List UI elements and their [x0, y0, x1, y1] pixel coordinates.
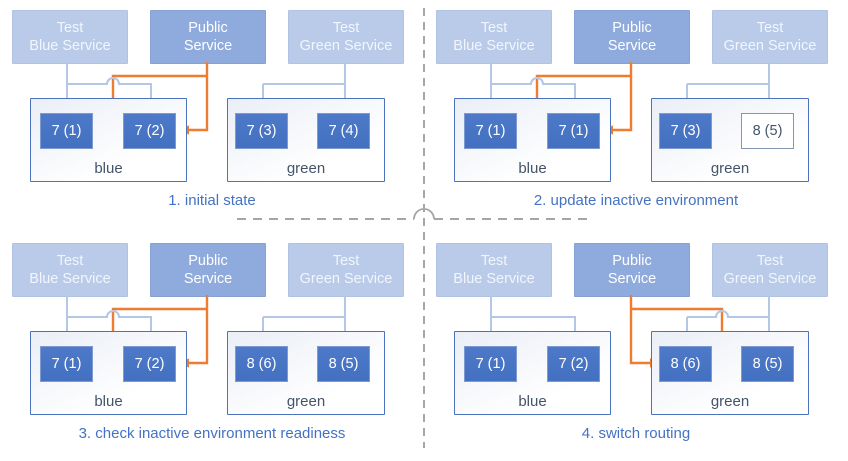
stage-caption: 3. check inactive environment readiness [78, 425, 346, 442]
pod: 7 (1) [464, 346, 517, 382]
public-service-box: Public Service [574, 243, 690, 297]
service-label-line: Test [756, 20, 784, 36]
green-environment-box: 7 (3) 7 (4) green [227, 98, 385, 182]
service-label-line: Test [56, 20, 84, 36]
service-label-line: Public [188, 253, 228, 269]
service-label-line: Test [56, 253, 84, 269]
pod: 7 (1) [464, 113, 517, 149]
test-blue-service-box: Test Blue Service [436, 10, 552, 64]
service-label-line: Service [183, 38, 233, 54]
public-service-box: Public Service [574, 10, 690, 64]
quadrant-check-inactive-environment-readiness: Test Blue Service Public Service Test Gr… [0, 233, 424, 461]
quadrant-update-inactive-environment: Test Blue Service Public Service Test Gr… [424, 0, 848, 228]
environment-label: blue [94, 160, 123, 177]
pod: 7 (1) [547, 113, 600, 149]
service-label-line: Test [480, 253, 508, 269]
test-green-service-box: Test Green Service [712, 10, 828, 64]
environment-label: green [710, 393, 750, 410]
green-environment-box: 8 (6) 8 (5) green [227, 331, 385, 415]
stage-caption: 4. switch routing [581, 425, 691, 442]
service-label-line: Public [612, 20, 652, 36]
blue-environment-box: 7 (1) 7 (1) blue [454, 98, 611, 182]
service-label-line: Test [756, 253, 784, 269]
pod: 8 (6) [235, 346, 288, 382]
test-blue-service-box: Test Blue Service [436, 243, 552, 297]
service-label-line: Test [332, 20, 360, 36]
service-label-line: Service [607, 38, 657, 54]
service-label-line: Green Service [723, 38, 817, 54]
environment-label: blue [94, 393, 123, 410]
blue-environment-box: 7 (1) 7 (2) blue [30, 331, 187, 415]
pod: 7 (2) [123, 113, 176, 149]
environment-label: green [710, 160, 750, 177]
environment-label: blue [518, 160, 547, 177]
service-label-line: Test [480, 20, 508, 36]
service-label-line: Blue Service [453, 38, 535, 54]
service-label-line: Blue Service [29, 271, 111, 287]
pod: 7 (1) [40, 346, 93, 382]
service-label-line: Blue Service [29, 38, 111, 54]
pod: 7 (4) [317, 113, 370, 149]
test-blue-service-box: Test Blue Service [12, 243, 128, 297]
service-label-line: Blue Service [453, 271, 535, 287]
environment-label: green [286, 393, 326, 410]
public-service-box: Public Service [150, 10, 266, 64]
environment-label: green [286, 160, 326, 177]
test-green-service-box: Test Green Service [288, 10, 404, 64]
test-green-service-box: Test Green Service [712, 243, 828, 297]
service-label-line: Green Service [299, 271, 393, 287]
green-environment-box: 8 (6) 8 (5) green [651, 331, 809, 415]
quadrant-initial-state: Test Blue Service Public Service Test Gr… [0, 0, 424, 228]
service-label-line: Green Service [723, 271, 817, 287]
pod-staged: 8 (5) [741, 113, 794, 149]
service-label-line: Green Service [299, 38, 393, 54]
pod: 7 (1) [40, 113, 93, 149]
stage-caption: 2. update inactive environment [533, 192, 739, 209]
service-label-line: Public [612, 253, 652, 269]
public-service-box: Public Service [150, 243, 266, 297]
test-blue-service-box: Test Blue Service [12, 10, 128, 64]
test-green-service-box: Test Green Service [288, 243, 404, 297]
blue-environment-box: 7 (1) 7 (2) blue [454, 331, 611, 415]
pod: 7 (3) [235, 113, 288, 149]
pod: 7 (2) [547, 346, 600, 382]
service-label-line: Service [607, 271, 657, 287]
pod: 8 (6) [659, 346, 712, 382]
service-label-line: Test [332, 253, 360, 269]
blue-environment-box: 7 (1) 7 (2) blue [30, 98, 187, 182]
service-label-line: Public [188, 20, 228, 36]
green-environment-box: 7 (3) 8 (5) green [651, 98, 809, 182]
stage-caption: 1. initial state [168, 192, 256, 209]
pod: 8 (5) [741, 346, 794, 382]
pod: 8 (5) [317, 346, 370, 382]
quadrant-switch-routing: Test Blue Service Public Service Test Gr… [424, 233, 848, 461]
pod: 7 (3) [659, 113, 712, 149]
service-label-line: Service [183, 271, 233, 287]
pod: 7 (2) [123, 346, 176, 382]
environment-label: blue [518, 393, 547, 410]
